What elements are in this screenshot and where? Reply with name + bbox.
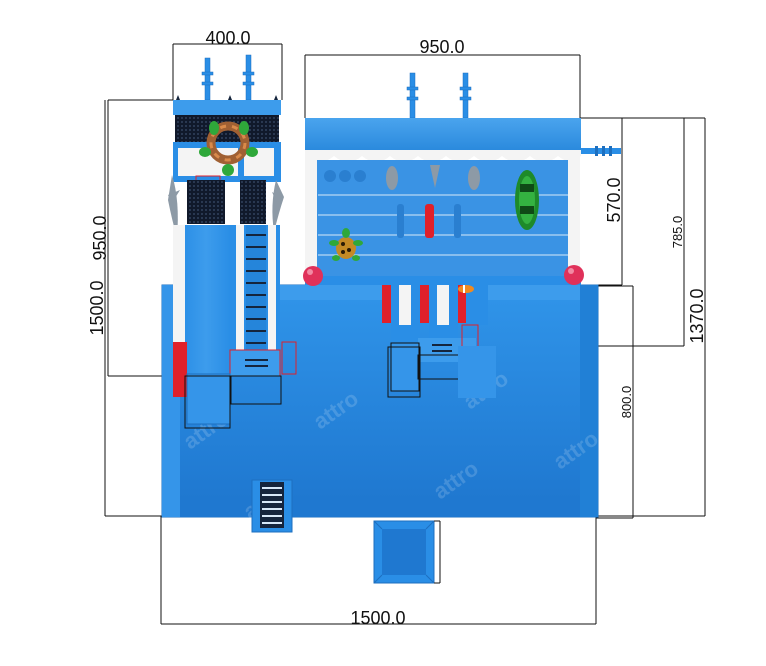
fish-icon (458, 285, 474, 293)
tower-spikes (201, 54, 255, 101)
front-ladder (251, 479, 293, 533)
boat-icon (515, 170, 539, 230)
dim-left-outer: 1500.0 (87, 280, 107, 335)
dim-right-outer: 1370.0 (687, 288, 707, 343)
dimension-labels: 400.0 950.0 950.0 1500.0 570.0 785.0 137… (87, 28, 707, 628)
dim-right-upper: 570.0 (604, 177, 624, 222)
small-pool (373, 520, 441, 584)
turtle-icon (329, 228, 363, 261)
dim-bottom: 1500.0 (350, 608, 405, 628)
shark-icon (168, 175, 284, 238)
life-ring-icon (199, 121, 258, 176)
dim-right-mid: 785.0 (670, 216, 685, 249)
dim-left-inner: 950.0 (90, 215, 110, 260)
left-slide-tower (168, 54, 297, 429)
ladder-icon (246, 225, 266, 350)
dim-top-right: 950.0 (419, 37, 464, 57)
dim-pool-height: 800.0 (619, 386, 634, 419)
right-play-house (303, 72, 621, 398)
dim-top-left: 400.0 (205, 28, 250, 48)
